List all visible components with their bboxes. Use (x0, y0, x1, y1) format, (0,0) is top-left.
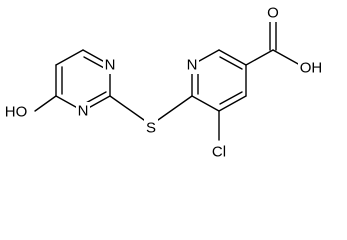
bond-pyrimidine-s (109, 95, 145, 121)
hydroxyl-label: HO (5, 104, 28, 121)
atom-labels: HO N N S N Cl O OH (2, 4, 324, 161)
pyridine-n-label: N (187, 57, 198, 74)
bond-c-oh (34, 95, 57, 112)
pyrimidine-n-upper-label: N (105, 57, 116, 74)
bond-pyridine-3-inner (219, 56, 243, 70)
bond-pyridine-3 (218, 49, 247, 66)
bond-pyrimidine-2 (55, 49, 84, 66)
bond-pyrimidine-3-inner (83, 56, 107, 70)
structure-diagram: HO N N S N Cl O OH (2, 4, 324, 161)
bond-c-oh-acid (272, 49, 301, 66)
acid-hydroxyl-label: OH (300, 60, 323, 77)
bond-s-pyridine (157, 95, 193, 121)
chlorine-label: Cl (212, 144, 226, 161)
bond-pyridine-5 (218, 95, 247, 112)
molecule-svg: HO N N S N Cl O OH (2, 4, 324, 161)
bond-pyridine-5-inner (219, 91, 243, 105)
bond-pyridine-6 (191, 95, 220, 112)
carbonyl-oxygen-label: O (267, 5, 279, 22)
bond-ring-cooh (245, 49, 274, 66)
pyrimidine-n-lower-label: N (78, 103, 89, 120)
sulfur-label: S (146, 120, 156, 137)
bonds (34, 21, 301, 141)
